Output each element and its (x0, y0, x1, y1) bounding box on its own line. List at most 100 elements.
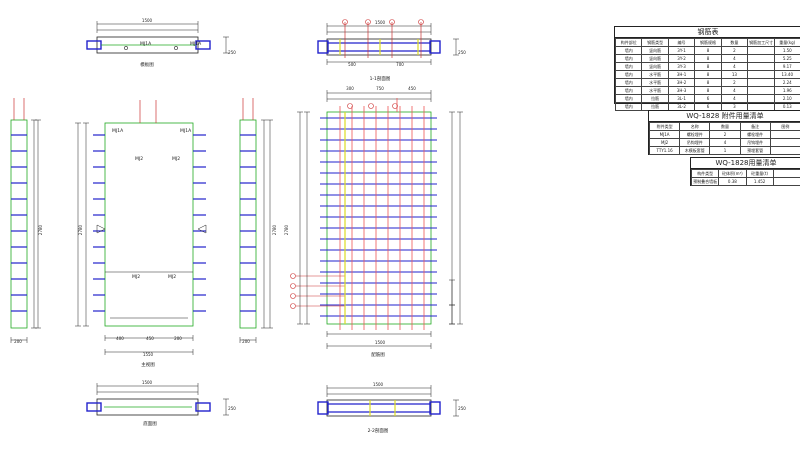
parts-table-cell: MJ1A (648, 130, 681, 139)
steel-table-cell: 4 (720, 62, 749, 71)
parts-table-cell: 1 (709, 146, 741, 155)
rebar-front-outline (326, 111, 432, 325)
steel-table-cell (747, 70, 775, 79)
steel-table-cell: 8 (694, 46, 722, 55)
top-plan-width-dim: 1500 (142, 18, 153, 23)
steel-table-cell: 5.25 (773, 54, 800, 63)
parts-table-cell: 预埋套管 (739, 146, 771, 155)
steel-table-cell: 3H-1 (667, 70, 696, 79)
steel-table-cell: 3L-1 (667, 94, 696, 103)
rebar-bottom-caption: 2-2剖面图 (368, 427, 389, 434)
rebar-front-bubble (290, 283, 296, 289)
rebar-front-dim-top-3: 450 (408, 86, 416, 91)
steel-table-cell: 2.24 (773, 78, 800, 87)
steel-table-cell: 8 (694, 70, 722, 79)
drawing-geometry (10, 19, 463, 417)
steel-table-cell: 墙内 (614, 78, 643, 87)
front-mark-mid-2: MJ2 (172, 156, 180, 162)
steel-table-cell: 墙内 (614, 62, 643, 71)
steel-table-cell: 2 (720, 78, 749, 87)
rebar-top-end-left (317, 40, 329, 54)
steel-table-cell (747, 94, 775, 103)
quantity-table-header-cell (772, 169, 800, 178)
parts-table-header-cell: 数量 (709, 122, 741, 131)
rebar-bottom-width-dim: 1500 (373, 382, 384, 387)
steel-table-cell: 竖向筋 (641, 54, 669, 63)
rebar-top-thickness-dim: 250 (458, 50, 466, 55)
steel-table-header-cell: 钢筋类型 (641, 38, 669, 47)
rebar-top-bubble (418, 19, 424, 25)
steel-table-cell: 墙内 (614, 54, 643, 63)
steel-table-cell: 4 (720, 94, 749, 103)
front-mark-low-1: MJ2 (132, 274, 140, 280)
quantity-table-cell: 0.38 (718, 177, 747, 186)
parts-table-cell: 螺栓埋件 (679, 130, 711, 139)
front-dim-bottom-total: 1550 (143, 352, 154, 357)
rebar-bottom-end-left (317, 401, 329, 415)
bottom-plan-rebar-end-right (195, 402, 211, 412)
parts-table-cell (769, 130, 800, 139)
steel-table-cell: 水平筋 (641, 78, 669, 87)
steel-table-cell: 水平筋 (641, 70, 669, 79)
steel-table-cell: 9.17 (773, 62, 800, 71)
right-side-height-dim: 2780 (272, 224, 277, 235)
parts-table-cell: 螺栓埋件 (739, 130, 771, 139)
left-side-height-dim: 2780 (38, 224, 43, 235)
steel-table-cell: 8 (694, 86, 722, 95)
top-plan-thickness-dim: 250 (228, 50, 236, 55)
parts-table-header-cell: 附件类型 (648, 122, 681, 131)
steel-table-cell: 墙内 (614, 70, 643, 79)
quantity-table-title: WQ-1828用量清单 (691, 158, 800, 169)
bottom-plan-thickness-dim: 250 (228, 406, 236, 411)
steel-table-cell: 拉筋 (641, 94, 669, 103)
steel-table-cell: 墙内 (614, 46, 643, 55)
quantity-table-header-cell: 构件类型 (690, 169, 720, 178)
parts-table-cell: 4 (709, 138, 741, 147)
steel-table-header-cell: 钢筋加工尺寸 (747, 38, 775, 47)
rebar-front-bubble (290, 303, 296, 309)
top-plan-rebar-end-left (86, 40, 102, 50)
top-plan-caption: 模板图 (140, 61, 154, 68)
rebar-top-bubble (342, 19, 348, 25)
parts-table-cell (769, 146, 800, 155)
steel-table-header-row: 构件部位钢筋类型编号钢筋规格数量钢筋加工尺寸重量(kg) (614, 38, 800, 47)
steel-table-cell: 1.96 (773, 86, 800, 95)
rebar-top-width-dim: 1500 (375, 20, 386, 25)
steel-table-cell: 4 (720, 86, 749, 95)
parts-table-header-cell: 图例 (769, 122, 800, 131)
steel-table-cell: 3Y-2 (667, 54, 696, 63)
rebar-bottom-outline (326, 399, 432, 417)
front-view-section-marker (197, 224, 207, 234)
parts-table-title: WQ-1828 附件用量清单 (649, 111, 800, 122)
quantity-table-header-cell: 砼重量(t) (745, 169, 774, 178)
quantity-table-cell: 预制叠合墙板 (690, 177, 720, 186)
top-plan-anchor (174, 46, 178, 50)
steel-table-cell: 2 (720, 46, 749, 55)
steel-table-cell (747, 54, 775, 63)
steel-table-cell: 墙内 (614, 102, 643, 111)
rebar-front-bubble (368, 103, 374, 109)
rebar-top-dim-3: 700 (396, 62, 404, 67)
rebar-top-bubble (389, 19, 395, 25)
top-plan-mark-1: MJ1A (140, 41, 152, 47)
rebar-front-dim-top-1: 300 (346, 86, 354, 91)
steel-table-cell: 8 (694, 78, 722, 87)
bottom-plan-outline (96, 398, 199, 416)
parts-table-header-cell: 备注 (739, 122, 771, 131)
rebar-bottom-end-right (429, 401, 441, 415)
steel-table-title: 钢筋表 (615, 27, 800, 38)
top-plan-outline (96, 36, 199, 54)
steel-table-cell (747, 86, 775, 95)
